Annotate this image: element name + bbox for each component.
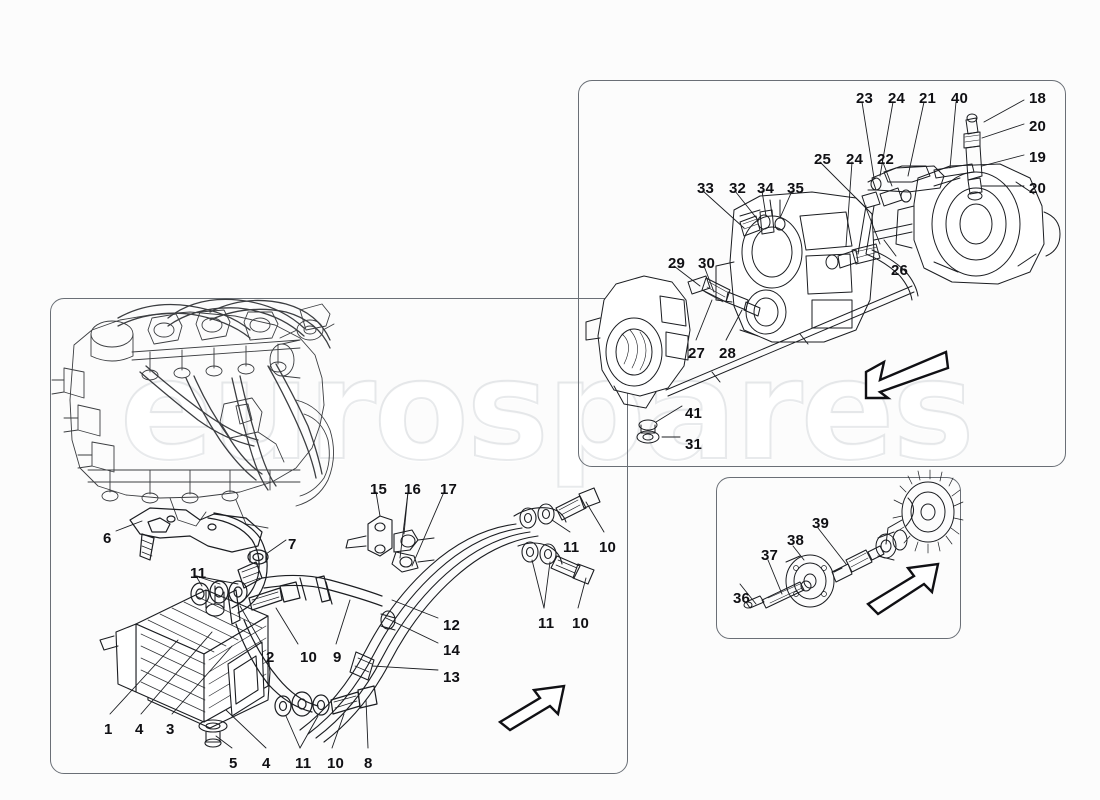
callout-19: 19 <box>1029 149 1047 166</box>
callout-20b: 20 <box>1029 180 1047 197</box>
callout-37: 37 <box>761 547 779 564</box>
callout-40: 40 <box>951 90 969 107</box>
callout-16: 16 <box>404 481 422 498</box>
callout-24a: 24 <box>888 90 906 107</box>
callout-39: 39 <box>812 515 830 532</box>
callout-10c: 10 <box>572 615 590 632</box>
callout-6: 6 <box>103 530 112 547</box>
callout-36: 36 <box>733 590 751 607</box>
oil-pump-drive-panel <box>716 477 961 639</box>
callout-41: 41 <box>685 405 703 422</box>
callout-1: 1 <box>104 721 113 738</box>
callout-11c: 11 <box>538 615 555 632</box>
callout-23: 23 <box>856 90 874 107</box>
callout-12: 12 <box>443 617 461 634</box>
callout-25: 25 <box>814 151 832 168</box>
callout-10d: 10 <box>327 755 345 772</box>
callout-13: 13 <box>443 669 461 686</box>
callout-21: 21 <box>919 90 937 107</box>
callout-15: 15 <box>370 481 388 498</box>
callout-26: 26 <box>891 262 909 279</box>
callout-5: 5 <box>229 755 238 772</box>
callout-2: 2 <box>266 649 275 666</box>
callout-20a: 20 <box>1029 118 1047 135</box>
callout-3: 3 <box>166 721 175 738</box>
callout-22: 22 <box>877 151 895 168</box>
callout-8: 8 <box>364 755 373 772</box>
callout-10b: 10 <box>300 649 318 666</box>
callout-9: 9 <box>333 649 342 666</box>
gearbox-detail-panel <box>578 80 1066 467</box>
callout-28: 28 <box>719 345 737 362</box>
callout-11a: 11 <box>190 565 207 582</box>
oil-cooler-circuit-panel <box>50 298 628 774</box>
callout-14: 14 <box>443 642 461 659</box>
callout-7: 7 <box>288 536 297 553</box>
callout-38: 38 <box>787 532 805 549</box>
callout-11d: 11 <box>295 755 312 772</box>
callout-4b: 4 <box>262 755 271 772</box>
callout-24b: 24 <box>846 151 864 168</box>
callout-33: 33 <box>697 180 715 197</box>
callout-29: 29 <box>668 255 686 272</box>
callout-18: 18 <box>1029 90 1047 107</box>
callout-35: 35 <box>787 180 805 197</box>
callout-34: 34 <box>757 180 775 197</box>
callout-11b: 11 <box>563 539 580 556</box>
callout-27: 27 <box>688 345 706 362</box>
callout-10a: 10 <box>599 539 617 556</box>
callout-30: 30 <box>698 255 716 272</box>
callout-31: 31 <box>685 436 703 453</box>
callout-17: 17 <box>440 481 458 498</box>
callout-32: 32 <box>729 180 747 197</box>
callout-4a: 4 <box>135 721 144 738</box>
